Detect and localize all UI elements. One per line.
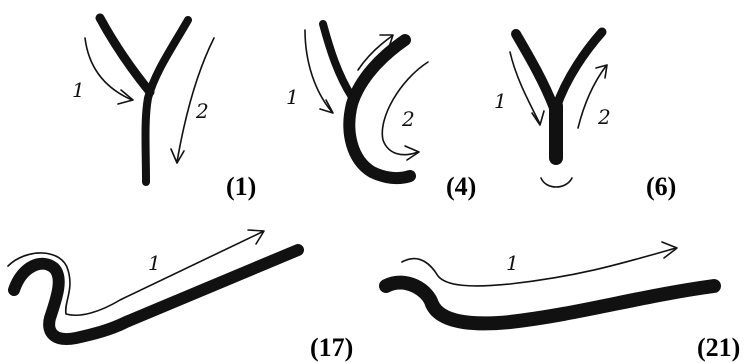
- figure-6-left-branch: [516, 34, 554, 108]
- figure-21-stroke-label-1: 1: [506, 251, 519, 275]
- figure-4-stroke-label-2: 2: [401, 107, 415, 131]
- figure-6-right-branch: [556, 32, 602, 108]
- figure-17-label: (17): [310, 333, 353, 362]
- figure-21-stroke-1-arrow: [402, 248, 676, 286]
- figure-1-stroke-label-1: 1: [72, 78, 85, 102]
- figure-21: 1 (21): [386, 242, 740, 362]
- figure-6-stroke-label-1: 1: [494, 89, 507, 113]
- figure-6: 1 2 (6): [494, 32, 676, 201]
- figure-1-stroke-1-arrow: [85, 38, 132, 100]
- figure-1: 1 2 (1): [72, 18, 256, 201]
- figure-6-lift-curve: [541, 178, 572, 187]
- figure-4-label: (4): [446, 172, 476, 201]
- figure-1-left-branch: [100, 18, 150, 92]
- figure-1-label: (1): [226, 172, 256, 201]
- figure-6-label: (6): [646, 172, 676, 201]
- figure-4: 1 2 (4): [286, 24, 476, 201]
- figure-21-label: (21): [697, 333, 740, 362]
- figure-4-main-stroke: [349, 40, 410, 178]
- arrow-head-icon: [405, 146, 419, 160]
- figure-21-main-stroke: [386, 283, 714, 324]
- figure-6-stroke-label-2: 2: [597, 105, 611, 129]
- arrow-head-icon: [320, 100, 333, 113]
- figure-17-stroke-1-arrow: [8, 232, 262, 315]
- figure-17-stroke-label-1: 1: [148, 251, 161, 275]
- figure-4-left-branch: [323, 24, 352, 97]
- figure-4-stroke-label-1: 1: [286, 85, 299, 109]
- figure-17: 1 (17): [8, 230, 353, 362]
- figure-1-stroke-label-2: 2: [195, 99, 209, 123]
- figure-1-right-stem: [146, 20, 189, 182]
